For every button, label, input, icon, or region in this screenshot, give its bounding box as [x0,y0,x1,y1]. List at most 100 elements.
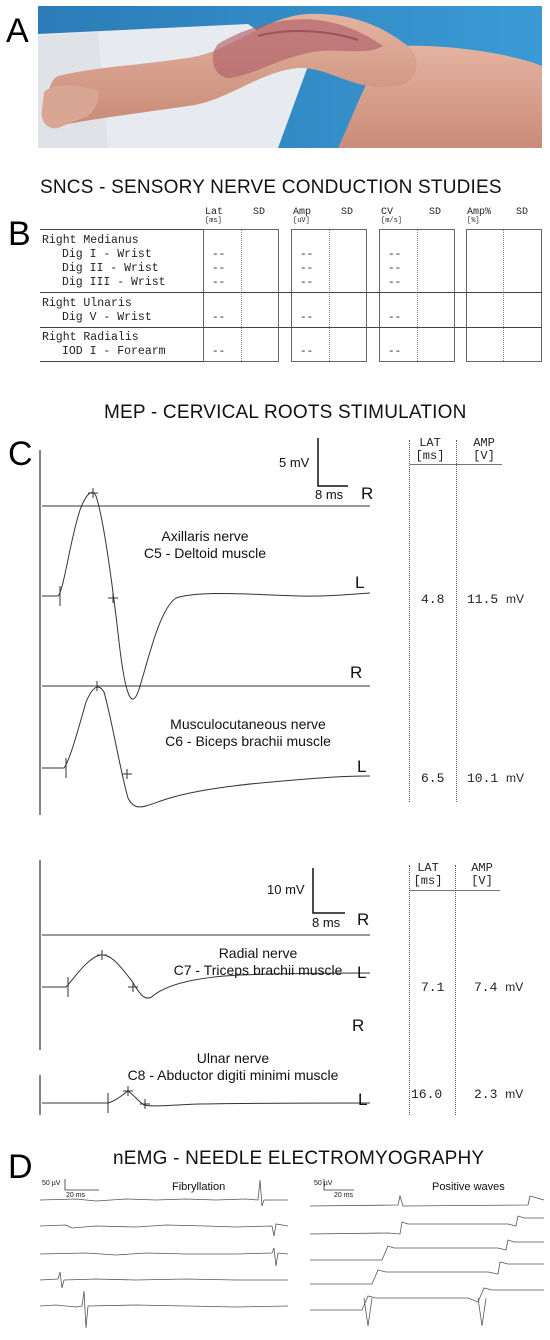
lat-value-c5: 4.8 [421,592,445,607]
mep-title: MEP - CERVICAL ROOTS STIMULATION [104,402,467,423]
nemg-title: nEMG - NEEDLE ELECTROMYOGRAPHY [113,1148,485,1169]
emg-right-scale-time: 20 ms [334,1192,354,1199]
scale-bar [312,868,345,914]
side-left-label: L [357,963,367,982]
col-header-amp-pct-sd: SD [516,207,529,218]
emg-right-title: Positive waves [432,1181,505,1193]
amp-number: 7.4 [474,980,498,995]
nerve-name: Radial nerve [218,945,298,961]
amp-title: AMP [473,436,495,450]
panel-label-a: A [6,12,29,50]
site-iod-i: IOD I - Forearm [62,345,166,358]
emg-trace [39,1271,288,1289]
panel-label-c: C [8,435,33,473]
table-divider [409,865,410,1115]
amp-unit: mV [505,1087,524,1101]
table-divider [456,440,457,802]
col-unit: [ms] [205,217,222,225]
site-dig-ii: Dig II - Wrist [62,262,159,275]
site-dig-v: Dig V - Wrist [62,311,152,324]
value-empty: -- [300,277,314,289]
muscle-name: C7 - Triceps brachii muscle [173,962,343,978]
amp-unit: mV [506,771,525,785]
value-empty: -- [388,263,402,275]
col-box-amp [291,229,367,362]
lat-header: LAT [ms] [410,437,450,463]
value-empty: -- [388,277,402,289]
scale-bar [64,1179,99,1191]
sd-divider [417,230,418,361]
amp-number: 11.5 [467,592,499,607]
table-divider [455,865,456,1115]
value-empty: -- [388,249,402,261]
site-dig-iii: Dig III - Wrist [62,276,166,289]
muscle-name: C8 - Abductor digiti minimi muscle [127,1067,339,1083]
col-header-amp: Amp [uV] [293,208,311,226]
site-dig-i: Dig I - Wrist [62,248,152,261]
trace-c5-left [42,492,371,700]
row-separator [40,229,203,230]
trace-c6-left [42,686,371,808]
amp-number: 2.3 [474,1087,498,1102]
side-right-label: R [357,910,370,929]
amp-value-c6: 10.1 mV [467,771,524,786]
emg-trace [39,1179,288,1207]
col-unit: [%] [467,217,480,225]
col-box-cv [379,229,455,362]
side-right-label: R [352,1016,365,1035]
amp-value-c5: 11.5 mV [467,592,524,607]
emg-left-scale-amp: 50 µV [42,1180,61,1187]
value-empty: -- [300,346,314,358]
row-separator [40,292,542,293]
nerve-right-medianus: Right Medianus [42,234,139,247]
emg-trace [310,1287,544,1311]
panel-label-b: B [8,215,31,253]
sd-divider [241,230,242,361]
emg-trace [310,1261,544,1285]
row-separator [40,327,542,328]
scale-time-label: 8 ms [315,487,344,502]
col-header-cv: CV [m/s] [381,208,402,226]
amp-unit: mV [505,980,524,994]
col-header-amp-sd: SD [341,207,354,218]
scale-time-label: 8 ms [312,915,341,930]
sd-divider [329,230,330,361]
scale-bar [317,438,348,487]
nerve-right-ulnaris: Right Ulnaris [42,297,132,310]
table-divider [409,440,410,802]
amp-value-c8: 2.3 mV [474,1087,523,1102]
scar-area [212,19,383,78]
value-empty: -- [300,249,314,261]
value-empty: -- [212,249,226,261]
panel-label-d: D [8,1148,33,1186]
lat-title: LAT [417,861,439,875]
mep-block-2-traces [39,860,371,1115]
value-empty: -- [300,312,314,324]
col-name: Lat [205,207,224,218]
nerve-label-c8: Ulnar nerve C8 - Abductor digiti minimi … [128,1050,339,1084]
sd-divider [503,230,504,361]
nerve-name: Musculocutaneous nerve [170,716,326,732]
emg-trace [39,1290,289,1329]
value-empty: -- [212,277,226,289]
emg-positive-waves-traces [309,1179,545,1327]
lat-value-c7: 7.1 [421,980,445,995]
col-header-amp-pct: Amp% [%] [467,208,491,226]
col-unit: [m/s] [381,217,403,225]
amp-unit: [V] [471,874,493,888]
col-header-cv-sd: SD [429,207,442,218]
value-empty: -- [212,312,226,324]
lat-value-c8: 16.0 [411,1087,443,1102]
col-header-lat-sd: SD [253,207,266,218]
nerve-label-c7: Radial nerve C7 - Triceps brachii muscle [174,945,343,979]
value-empty: -- [212,346,226,358]
amp-title: AMP [471,861,493,875]
side-right-label: R [350,663,363,682]
amp-unit: [V] [473,449,495,463]
emg-left-scale-time: 20 ms [66,1192,86,1199]
emg-fibrillation-traces [39,1179,289,1329]
amp-number: 10.1 [467,771,499,786]
emg-right-scale-amp: 50 µV [314,1180,333,1187]
amp-value-c7: 7.4 mV [474,980,523,995]
hand [41,85,99,129]
